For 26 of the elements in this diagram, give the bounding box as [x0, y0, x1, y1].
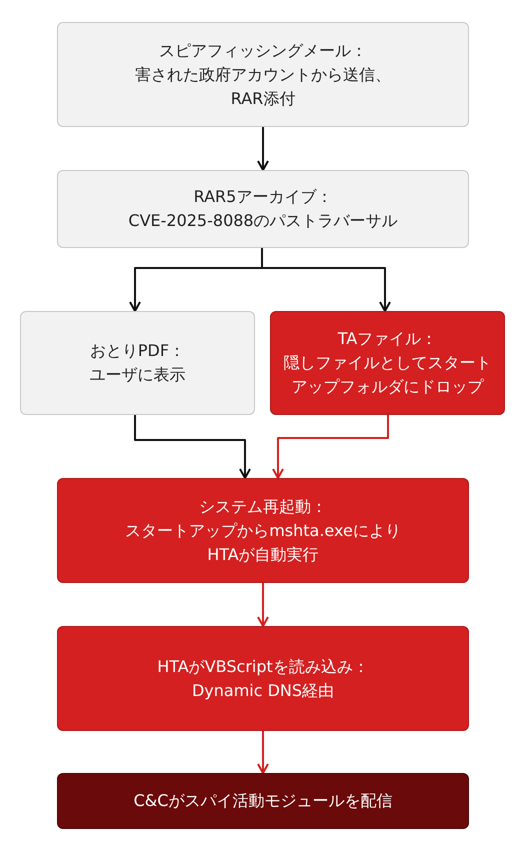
process-box: [20, 311, 255, 415]
process-box: [57, 478, 469, 583]
process-box: [57, 773, 469, 829]
box-text: Dynamic DNS経由: [192, 680, 334, 702]
box-heading: RAR5アーカイブ：: [194, 186, 332, 208]
box-heading: スピアフィッシングメール：: [159, 40, 367, 62]
process-box: [57, 170, 469, 248]
arrow: [257, 583, 269, 627]
box-text: スタートアップからmshta.exeによりHTAが自動実行: [124, 520, 402, 566]
process-box: [270, 311, 505, 415]
arrow: [272, 415, 389, 479]
box-text: ユーザに表示: [90, 364, 186, 386]
arrow: [257, 731, 269, 774]
process-box: [57, 22, 469, 127]
box-heading: HTAがVBScriptを読み込み：: [157, 656, 369, 678]
box-text: C&Cがスパイ活動モジュールを配信: [134, 790, 392, 812]
arrow: [134, 415, 251, 479]
process-box: [57, 626, 469, 731]
box-heading: TAファイル：: [338, 328, 438, 350]
arrow: [257, 127, 269, 171]
box-text: CVE-2025-8088のパストラバーサル: [128, 210, 398, 232]
box-text: 隠しファイルとしてスタートアップフォルダにドロップ: [282, 352, 492, 398]
arrow: [261, 248, 391, 312]
box-heading: おとりPDF：: [90, 340, 186, 362]
box-heading: システム再起動：: [199, 496, 327, 518]
box-text: 害された政府アカウントから送信、RAR添付: [134, 64, 392, 110]
